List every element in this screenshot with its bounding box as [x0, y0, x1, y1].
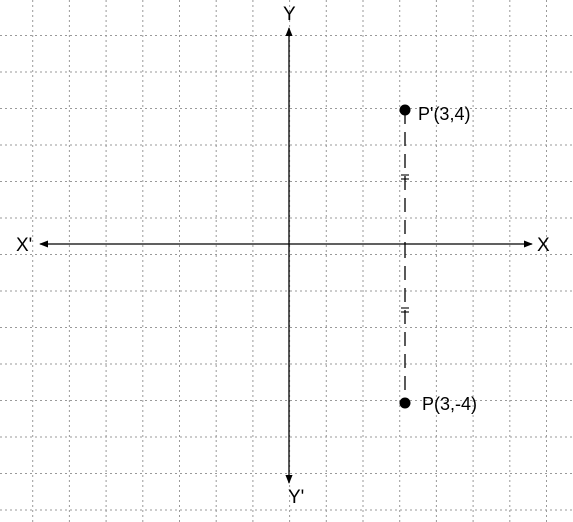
- point-p-dot: [399, 397, 411, 409]
- points: P'(3,4) P(3,-4): [399, 104, 477, 414]
- point-p-prime-dot: [399, 104, 411, 116]
- point-p-label: P(3,-4): [422, 394, 477, 414]
- x-positive-label: X: [537, 235, 550, 256]
- y-positive-label: Y: [283, 4, 296, 25]
- reflection-line: [401, 110, 409, 403]
- x-negative-label: X': [16, 235, 32, 256]
- point-p-prime-label: P'(3,4): [418, 104, 470, 124]
- y-negative-label: Y': [288, 487, 304, 508]
